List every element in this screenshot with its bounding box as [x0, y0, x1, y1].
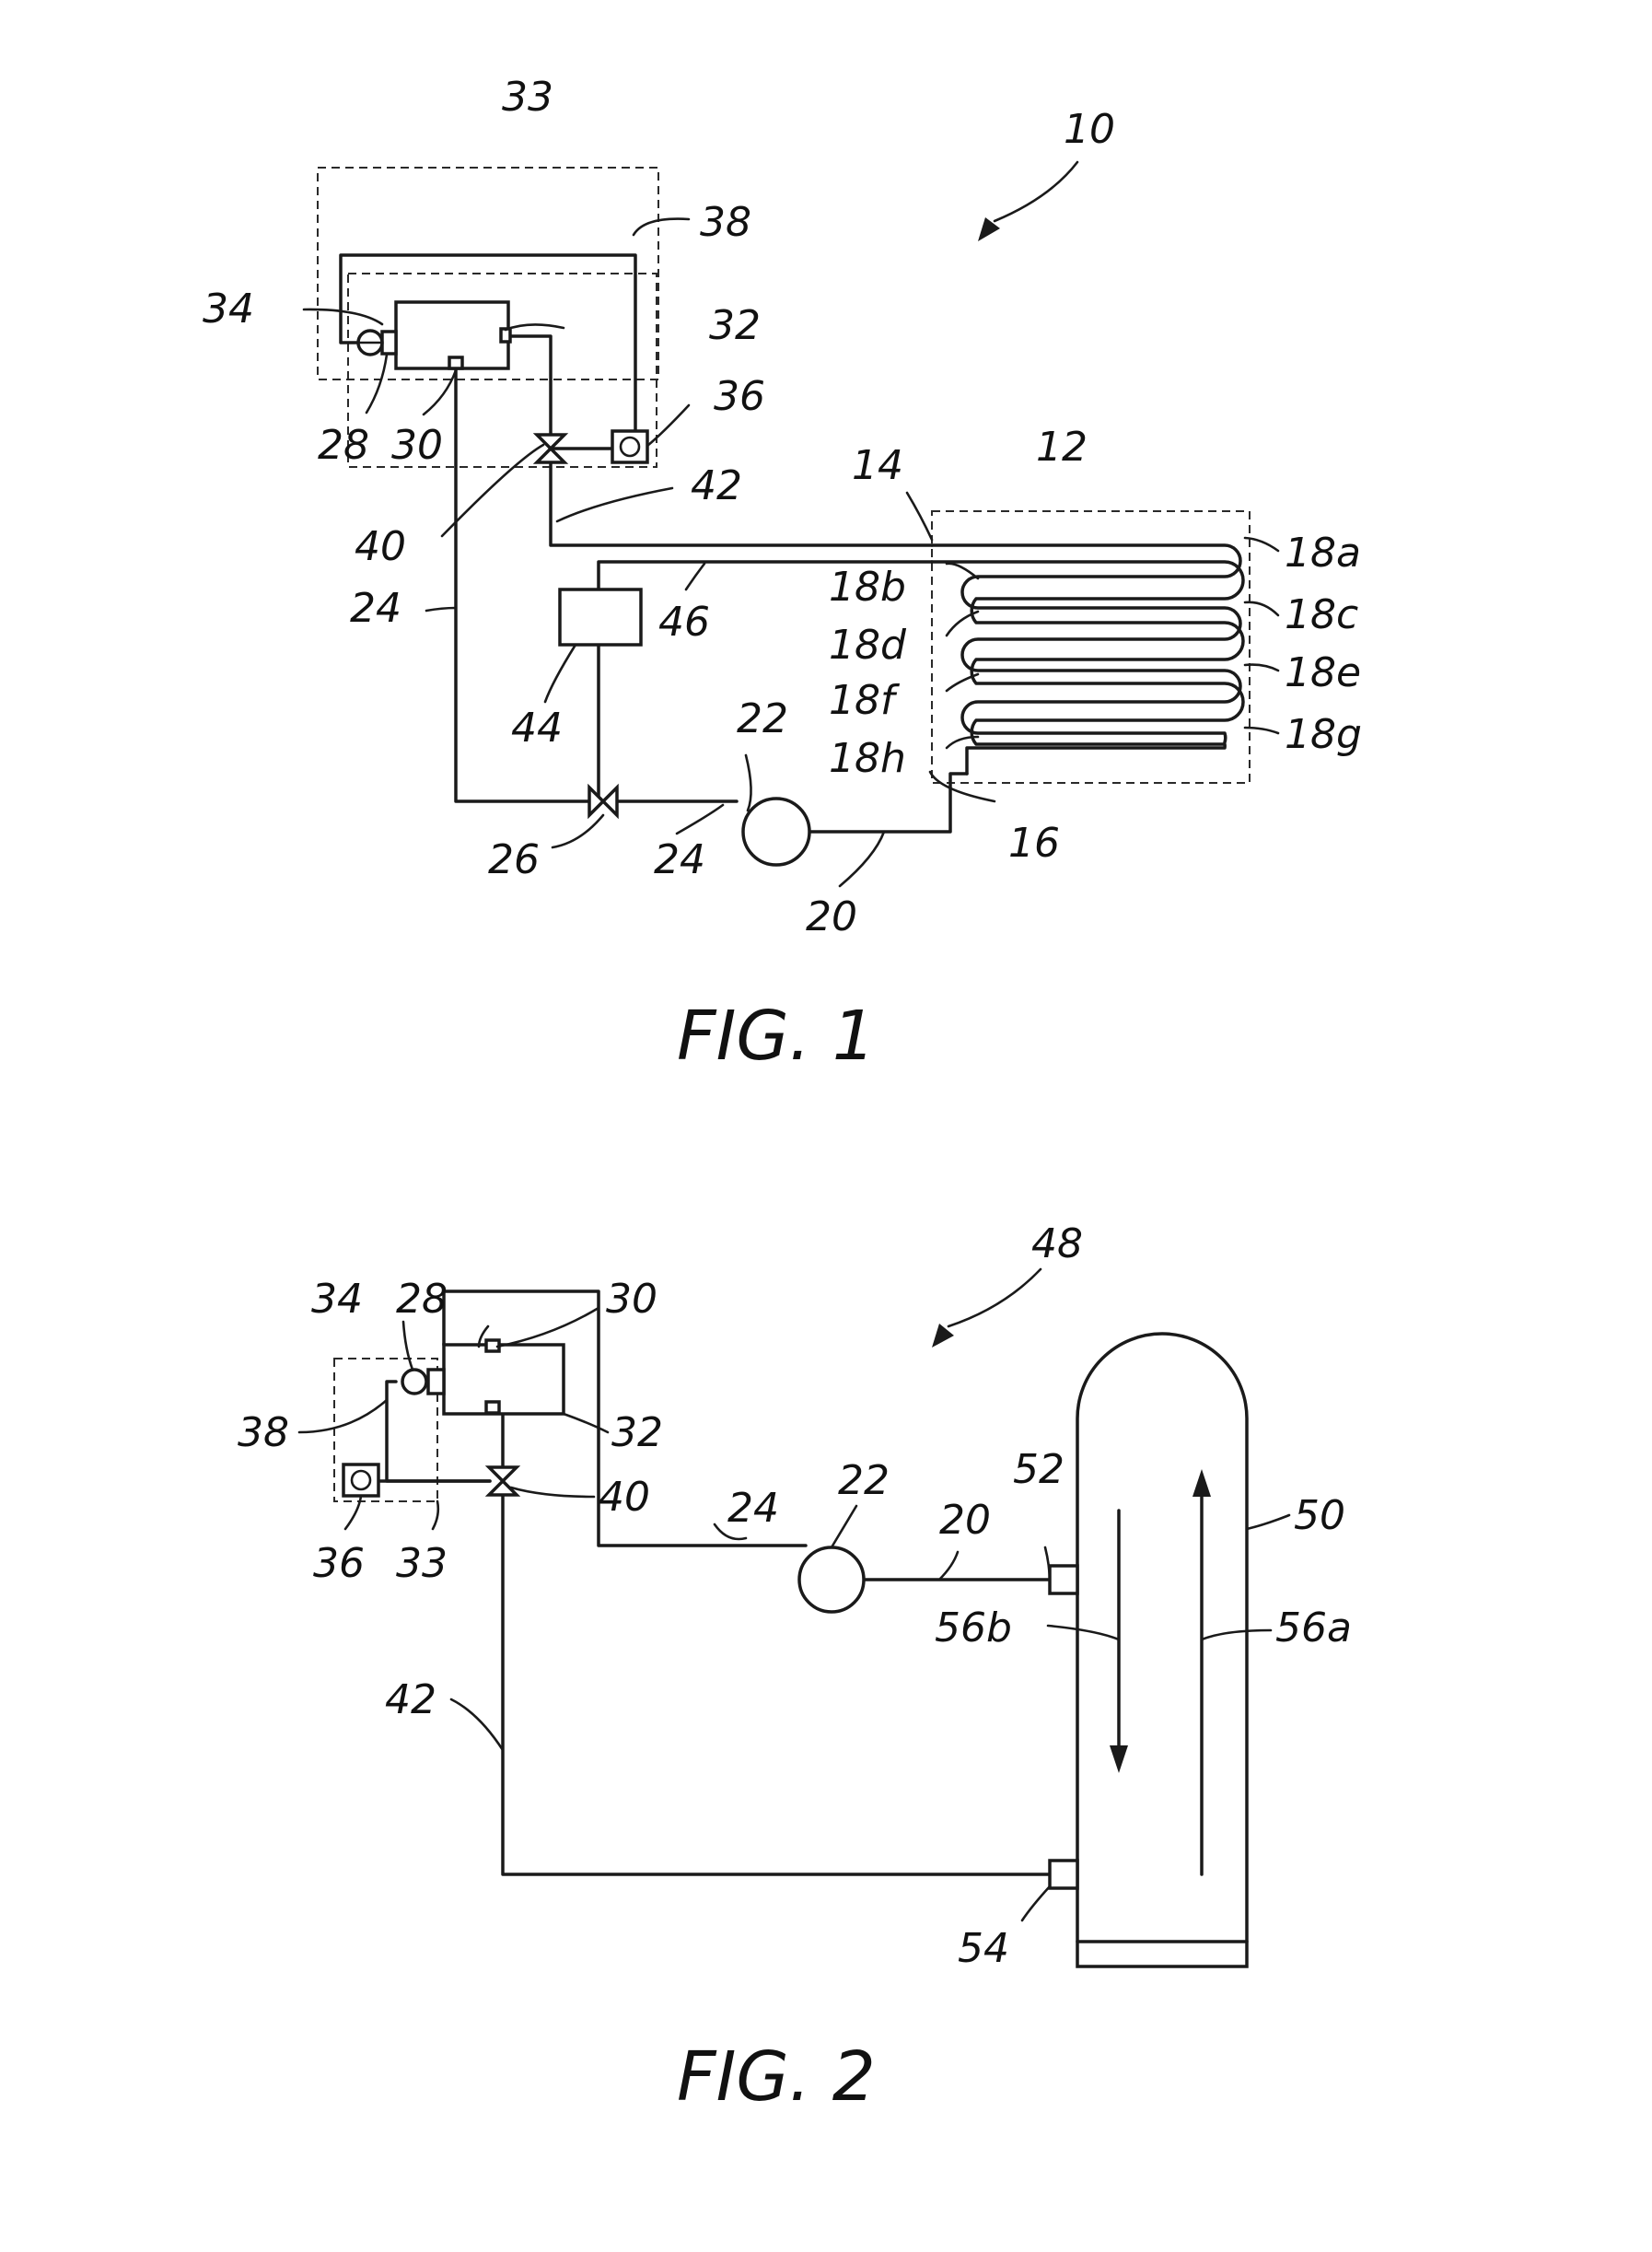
tank-50 — [1077, 1334, 1247, 1966]
label-33-fig2: 33 — [396, 1540, 448, 1587]
component-36-fig2 — [343, 1464, 378, 1496]
valve-40-fig2 — [489, 1467, 517, 1495]
label-36-fig2: 36 — [313, 1540, 365, 1587]
label-40: 40 — [355, 523, 406, 570]
pump-22-fig2 — [799, 1547, 864, 1612]
label-24-fig2: 24 — [727, 1485, 779, 1532]
label-26: 26 — [488, 836, 540, 883]
label-30-fig2: 30 — [606, 1276, 657, 1323]
label-48: 48 — [1031, 1220, 1083, 1267]
label-28: 28 — [318, 422, 369, 469]
label-18d: 18d — [829, 622, 907, 669]
line-20 — [810, 774, 967, 832]
label-16: 16 — [1008, 820, 1060, 867]
sensor-34-mount — [382, 332, 396, 354]
label-36: 36 — [714, 373, 765, 420]
figure-2: 48 34 28 30 38 32 36 33 40 24 22 20 52 5… — [238, 1220, 1352, 2117]
label-42-fig2: 42 — [385, 1676, 436, 1723]
port-30 — [449, 357, 462, 368]
component-36 — [612, 431, 647, 462]
label-18c: 18c — [1285, 591, 1358, 638]
label-42: 42 — [691, 462, 742, 509]
caption-fig-1: FIG. 1 — [677, 997, 876, 1076]
caption-fig-2: FIG. 2 — [677, 2037, 876, 2117]
label-18f: 18f — [829, 677, 901, 724]
label-12: 12 — [1036, 424, 1088, 471]
port-54 — [1050, 1861, 1077, 1888]
label-32-fig2: 32 — [611, 1409, 663, 1456]
serpentine-coil — [932, 545, 1240, 742]
label-40-fig2: 40 — [599, 1474, 650, 1521]
component-28-fig2 — [444, 1345, 564, 1414]
label-30: 30 — [391, 422, 443, 469]
label-38: 38 — [700, 199, 751, 246]
label-56b: 56b — [935, 1604, 1012, 1651]
label-28-fig2: 28 — [396, 1276, 448, 1323]
label-32: 32 — [709, 302, 761, 349]
label-18b: 18b — [829, 564, 906, 611]
label-24-lower: 24 — [654, 836, 705, 883]
label-44: 44 — [511, 705, 563, 752]
label-38-fig2: 38 — [238, 1409, 289, 1456]
label-10: 10 — [1064, 106, 1115, 153]
valve-26 — [589, 788, 617, 815]
figure-1: 10 33 38 34 32 36 28 30 40 42 14 12 18a … — [203, 74, 1362, 1076]
label-22: 22 — [737, 695, 788, 742]
label-22-fig2: 22 — [838, 1457, 890, 1504]
label-14: 14 — [852, 442, 903, 489]
label-52: 52 — [1013, 1446, 1064, 1493]
enclosure-12 — [932, 511, 1250, 783]
port-52 — [1050, 1566, 1077, 1593]
pump-22 — [743, 799, 809, 865]
component-44 — [560, 589, 641, 645]
sensor-34-fig2 — [402, 1370, 426, 1394]
label-33: 33 — [502, 74, 553, 121]
label-50: 50 — [1294, 1492, 1345, 1539]
label-18a: 18a — [1285, 530, 1361, 577]
label-54: 54 — [958, 1925, 1009, 1972]
label-34: 34 — [203, 286, 254, 333]
line-24 — [456, 368, 737, 801]
label-46: 46 — [658, 599, 710, 646]
label-18e: 18e — [1285, 649, 1361, 696]
label-20-fig2: 20 — [939, 1497, 991, 1544]
label-34-fig2: 34 — [311, 1276, 363, 1323]
label-20: 20 — [806, 893, 857, 940]
label-24-upper: 24 — [350, 585, 401, 632]
label-18h: 18h — [829, 735, 906, 782]
port-32-fig2 — [486, 1402, 499, 1413]
label-18g: 18g — [1285, 711, 1362, 758]
label-56a: 56a — [1275, 1604, 1352, 1651]
